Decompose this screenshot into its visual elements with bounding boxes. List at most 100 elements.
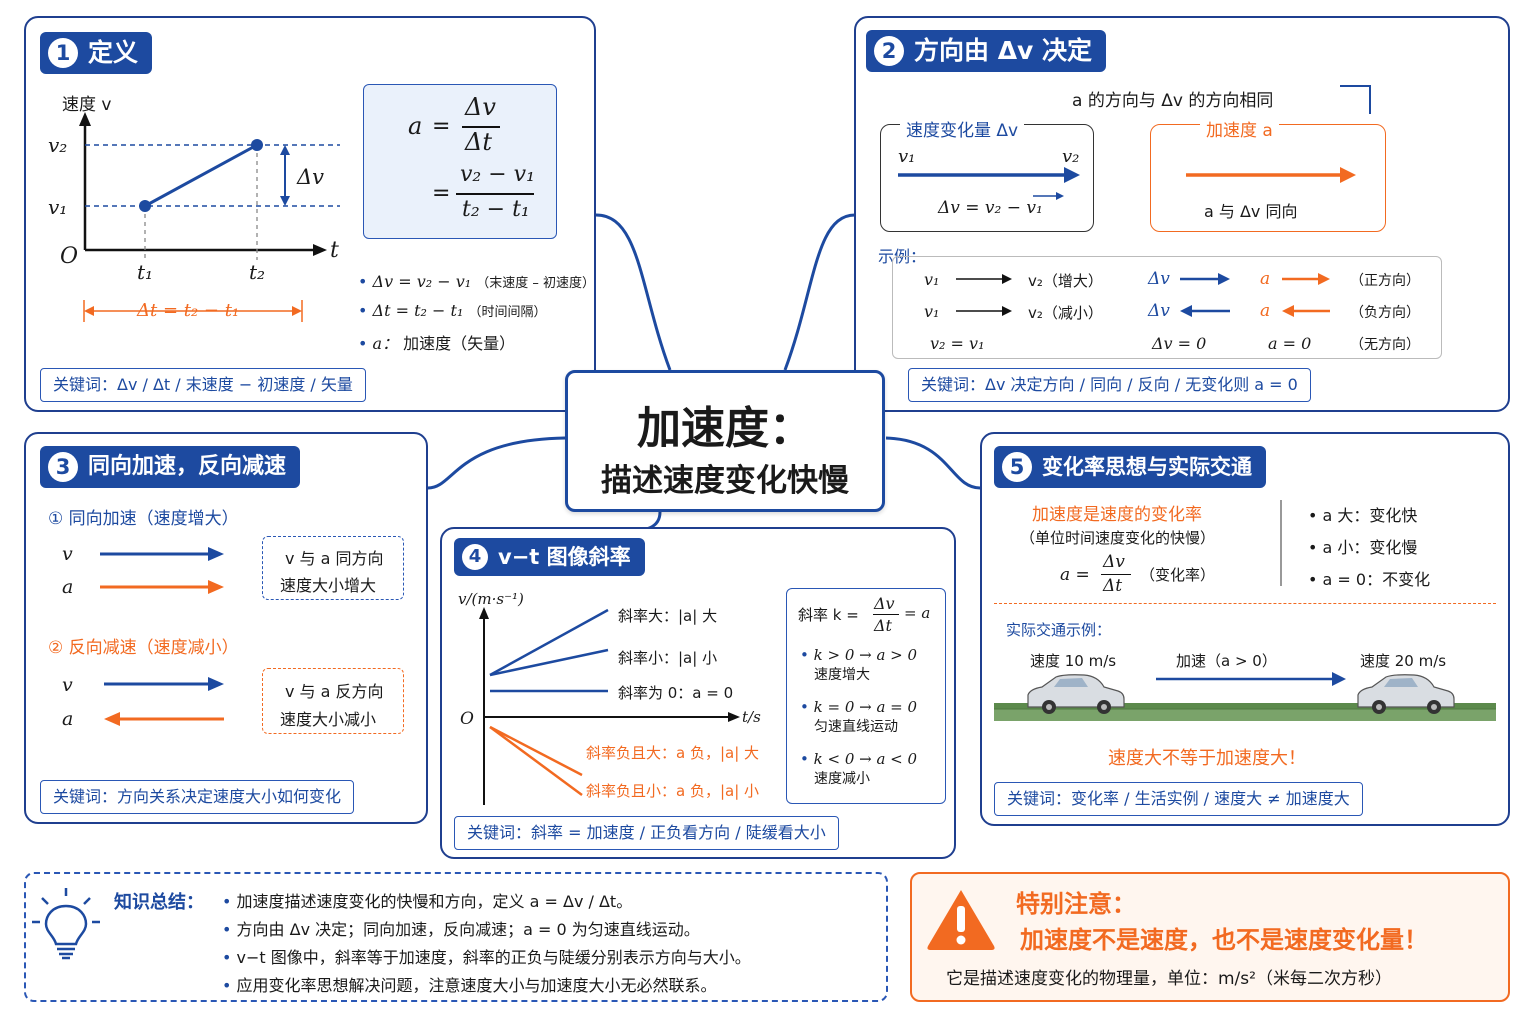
graph-v2: v₂ xyxy=(48,133,68,157)
row1-a: a xyxy=(1260,269,1271,289)
vt-line-1: 斜率大：|a| 大 xyxy=(618,607,718,625)
panel-same-opposite xyxy=(24,432,428,824)
lightbulb-icon xyxy=(32,888,100,960)
row3-dv: Δv = 0 xyxy=(1152,334,1207,353)
traffic-speed1: 速度 10 m/s xyxy=(1030,652,1117,670)
case2-note1: v 与 a 反方向 xyxy=(285,682,384,701)
panel-vt-slope-keywords: 关键词：斜率 = 加速度 / 正负看方向 / 陡缓看大小 xyxy=(454,816,839,850)
note-sub: 它是描述速度变化的物理量，单位：m/s²（米每二次方秒） xyxy=(946,969,1392,989)
badge-number: 1 xyxy=(48,38,78,68)
panel-vt-slope-title: 4 v−t 图像斜率 xyxy=(454,538,645,576)
row1-from: v₁ xyxy=(924,270,940,289)
case2-title: ② 反向减速（速度减小） xyxy=(48,638,239,658)
formula-fraction-bar-1 xyxy=(462,126,500,128)
badge-number: 5 xyxy=(1002,452,1032,482)
panel-definition-title: 1 定义 xyxy=(40,32,153,74)
title-text: v−t 图像斜率 xyxy=(498,545,631,569)
graph-t2: t₂ xyxy=(249,260,266,284)
graph-dv: Δv xyxy=(297,165,325,189)
panel-direction-keywords: 关键词：Δv 决定方向 / 同向 / 反向 / 无变化则 a = 0 xyxy=(908,368,1311,402)
case2-v: v xyxy=(62,674,73,696)
traffic-scene xyxy=(994,672,1496,721)
case1-note2: 速度大小增大 xyxy=(280,576,377,595)
formula-dt: Δt xyxy=(465,128,492,156)
note-main: 加速度不是速度，也不是速度变化量！ xyxy=(1020,926,1428,954)
rate-sub: （单位时间速度变化的快慢） xyxy=(1020,529,1216,547)
formula-a: a xyxy=(408,112,423,140)
box1-arrow xyxy=(898,167,1080,200)
case2-note2: 速度大小减小 xyxy=(280,710,377,729)
definition-bullet-list: • Δv = v₂ − v₁ （末速度 – 初速度） • Δt = t₂ − t… xyxy=(358,272,595,359)
panel-definition-keywords: 关键词：Δv / Δt / 末速度 − 初速度 / 矢量 xyxy=(40,368,366,402)
slope-dt: Δt xyxy=(874,616,892,635)
badge-number: 3 xyxy=(48,452,78,482)
rate-fraction-bar xyxy=(1101,574,1131,576)
slope-dv: Δv xyxy=(874,594,895,613)
special-note-box xyxy=(910,872,1510,1002)
row2-a: a xyxy=(1260,301,1271,321)
summary-item: • 加速度描述速度变化的快慢和方向，定义 a = Δv / Δt。 xyxy=(222,892,633,911)
panel-rate-traffic xyxy=(980,432,1510,826)
formula-dv: Δv xyxy=(465,93,496,121)
formula-den2: t₂ − t₁ xyxy=(462,197,530,222)
bullet-item: • Δv = v₂ − v₁ （末速度 – 初速度） xyxy=(358,272,596,291)
vt-y-label: v/(m·s⁻¹) xyxy=(458,590,524,608)
bullet-item: • a： 加速度（矢量） xyxy=(358,334,516,353)
bullet-item: • Δt = t₂ − t₁ （时间间隔） xyxy=(358,301,547,320)
definition-formula-box xyxy=(363,84,557,239)
example-table xyxy=(892,256,1442,359)
rate-bullets: • a 大：变化快 • a 小：变化慢 • a = 0：不变化 xyxy=(1308,502,1430,598)
vt-definition-graph xyxy=(79,112,340,322)
vt-line-4: 斜率负且大：a 负，|a| 大 xyxy=(586,744,760,762)
row1-dv-arrow xyxy=(1180,273,1230,285)
summary-box xyxy=(24,872,888,1002)
box-acceleration-label: 加速度 a xyxy=(1200,116,1279,141)
summary-title: 知识总结： xyxy=(114,892,204,913)
row1-to: v₂（增大） xyxy=(1028,272,1103,290)
formula-num2: v₂ − v₁ xyxy=(460,162,535,187)
row2-a-arrow xyxy=(1282,305,1330,317)
box-velocity-change-label: 速度变化量 Δv xyxy=(900,116,1025,141)
graph-dt: Δt = t₂ − t₁ xyxy=(137,300,240,321)
statement-bracket xyxy=(1340,85,1371,114)
rate-dt: Δt xyxy=(1103,576,1123,596)
rate-divider xyxy=(1280,500,1282,586)
title-text: 定义 xyxy=(88,38,139,67)
case2-note-box xyxy=(262,668,404,734)
box1-formula: Δv = v₂ − v₁ xyxy=(938,198,1043,218)
direction-statement: a 的方向与 Δv 的方向相同 xyxy=(1072,91,1274,111)
row1-a-arrow xyxy=(1282,273,1330,285)
panel-direction xyxy=(854,16,1510,412)
case1-v: v xyxy=(62,543,73,565)
center-subtitle: 描述速度变化快慢 xyxy=(601,463,849,499)
rate-note: （变化率） xyxy=(1140,566,1216,584)
rate-bullet: • a 小：变化慢 xyxy=(1308,538,1418,557)
row1-dv: Δv xyxy=(1148,269,1170,289)
center-title: 加速度： xyxy=(637,403,813,454)
graph-t1: t₁ xyxy=(137,260,154,284)
badge-number: 2 xyxy=(874,36,904,66)
badge-number: 4 xyxy=(462,544,488,570)
title-text: 同向加速，反向减速 xyxy=(88,454,287,479)
box2-caption: a 与 Δv 同向 xyxy=(1204,202,1298,221)
row2-arrow xyxy=(956,306,1012,316)
panel-rate-traffic-title: 5 变化率思想与实际交通 xyxy=(994,446,1266,488)
panel-same-opposite-title: 3 同向加速，反向减速 xyxy=(40,446,301,488)
row1-dir: （正方向） xyxy=(1350,273,1420,289)
traffic-accel: 加速（a > 0） xyxy=(1176,652,1277,670)
row2-dv-arrow xyxy=(1180,305,1230,317)
slope-eqa: = a xyxy=(904,604,931,622)
title-text: 变化率思想与实际交通 xyxy=(1042,455,1252,479)
case1-note1: v 与 a 同方向 xyxy=(285,549,384,568)
vt-line-5: 斜率负且小：a 负，|a| 小 xyxy=(586,782,760,800)
rate-title: 加速度是速度的变化率 xyxy=(1032,505,1202,525)
rate-a: a = xyxy=(1060,565,1090,585)
box2-arrow xyxy=(1186,167,1356,183)
case2-arrows xyxy=(104,677,224,726)
traffic-warning: 速度大不等于加速度大！ xyxy=(1108,748,1306,769)
vt-line-3: 斜率为 0：a = 0 xyxy=(618,684,734,702)
